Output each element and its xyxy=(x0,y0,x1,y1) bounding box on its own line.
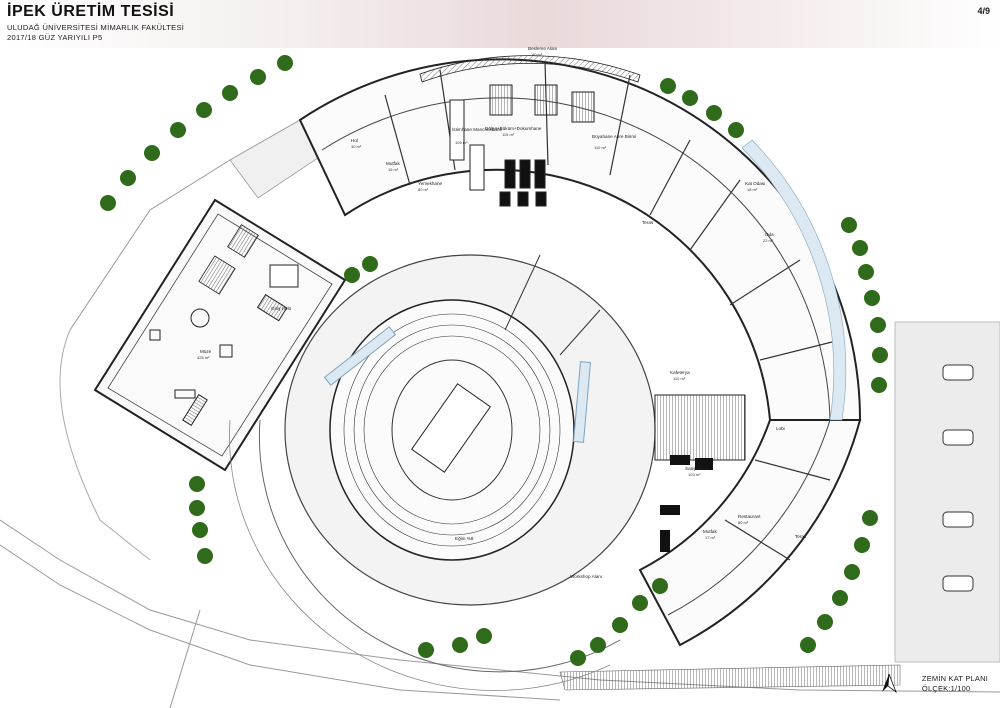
svg-text:115 m²: 115 m² xyxy=(502,132,515,137)
svg-text:105 m²: 105 m² xyxy=(455,140,468,145)
svg-text:18 m²: 18 m² xyxy=(747,187,758,192)
central-courtyard xyxy=(284,254,656,606)
plan-name: ZEMİN KAT PLANI xyxy=(921,674,988,683)
room-satis-birimi-label: Satış Birimi xyxy=(685,466,708,471)
central-stair xyxy=(654,394,746,461)
svg-text:110 m²: 110 m² xyxy=(594,145,607,150)
room-kafeterya-label: Kafeterya xyxy=(670,370,690,375)
outer-ring-path xyxy=(258,419,621,673)
north-arrow-icon xyxy=(882,673,897,694)
svg-text:110 m²: 110 m² xyxy=(673,376,686,381)
svg-text:15 m²: 15 m² xyxy=(388,167,399,172)
car-1 xyxy=(942,364,974,381)
parking-area xyxy=(894,321,1000,663)
production-machines xyxy=(449,84,595,207)
museum-block xyxy=(93,198,347,472)
room-oda-label: Oda xyxy=(765,232,774,237)
car-4 xyxy=(942,575,974,592)
room-lobi-label: Lobi xyxy=(776,426,785,431)
paving-strip xyxy=(559,664,901,691)
room-restaurant-label: Restaurant xyxy=(738,514,761,519)
svg-text:80 m²: 80 m² xyxy=(738,520,749,525)
page-number: 4/9 xyxy=(977,6,990,16)
svg-text:22 m²: 22 m² xyxy=(763,238,774,243)
lower-wing-furniture xyxy=(660,455,713,552)
room-teras-bottom-label: Teras xyxy=(795,534,807,539)
room-hol-label: Hol xyxy=(351,138,358,143)
faculty-name: ULUDAĞ ÜNİVERSİTESİ MİMARLIK FAKÜLTESİ xyxy=(7,23,185,32)
svg-text:425 m²: 425 m² xyxy=(197,355,210,360)
room-yemekhane-label: Yemekhane xyxy=(418,181,443,186)
trees xyxy=(100,55,888,666)
term-label: 2017/18 GÜZ YARIYILI P5 xyxy=(7,33,103,42)
plan-legend: ZEMİN KAT PLANI ÖLÇEK:1/100 xyxy=(922,674,988,694)
plan-scale: ÖLÇEK:1/100 xyxy=(921,684,971,693)
svg-text:17 m²: 17 m² xyxy=(705,535,716,540)
room-dolgu-label: Dölgü+Büküm+Dokumhane xyxy=(485,126,542,131)
pool-right xyxy=(572,361,592,443)
room-mutfak-top-label: Mutfak xyxy=(386,161,400,166)
pool-left xyxy=(323,326,397,386)
svg-text:103 m²: 103 m² xyxy=(688,472,701,477)
car-2 xyxy=(942,429,974,446)
room-teras-top-label: Teras xyxy=(642,220,654,225)
svg-text:80 m²: 80 m² xyxy=(418,187,429,192)
svg-text:40 m²: 40 m² xyxy=(532,52,543,57)
room-istimhane-label: İstimhane Mancınıkhane xyxy=(452,126,502,132)
site-path xyxy=(59,329,151,561)
sheet-title: İPEK ÜRETİM TESİSİ xyxy=(7,3,175,20)
room-muze-label: Müze xyxy=(200,349,212,354)
hatched-wall xyxy=(419,55,641,83)
car-3 xyxy=(942,511,974,528)
room-labels: Besleme Alanı 40 m² İstimhane Mancınıkha… xyxy=(197,46,807,579)
room-egim-label: Eğim %8 xyxy=(455,536,474,541)
room-giris-holu-label: Giriş Holü xyxy=(271,306,292,311)
sheet-header: İPEK ÜRETİM TESİSİ ULUDAĞ ÜNİVERSİTESİ M… xyxy=(0,0,1000,48)
room-workshop-label: Workshop Alanı xyxy=(570,574,602,579)
room-besleme-alani-label: Besleme Alanı xyxy=(528,46,557,51)
room-kat-odasi-label: Kat Odası xyxy=(745,181,765,186)
room-boyahane-label: Boyahane Apre Birimi xyxy=(592,134,636,139)
svg-text:30 m²: 30 m² xyxy=(351,144,362,149)
room-mutfak-bottom-label: Mutfak xyxy=(703,529,717,534)
